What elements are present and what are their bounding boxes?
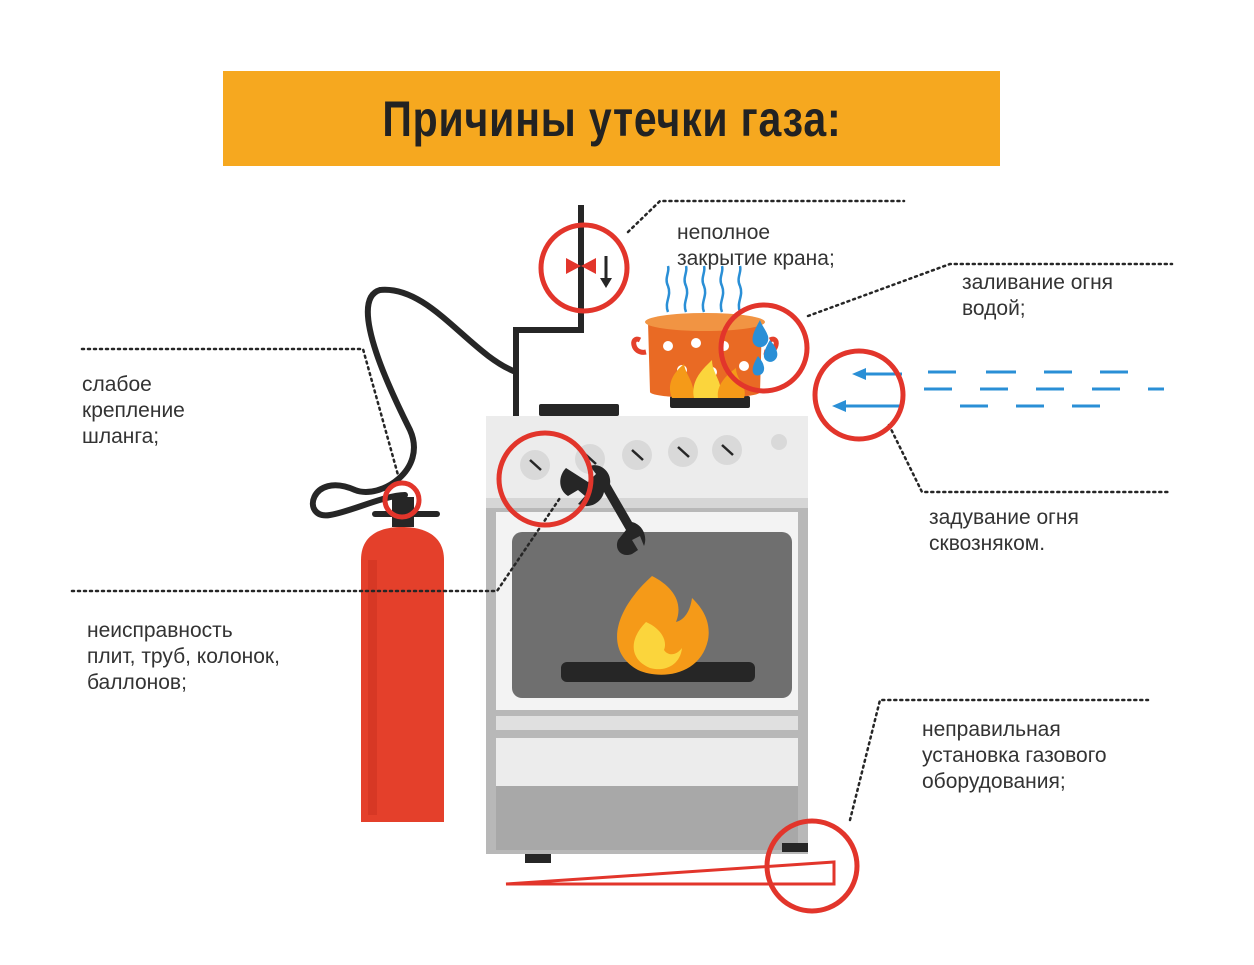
cause-faulty: неисправность плит, труб, колонок, балло… xyxy=(87,618,280,696)
wrench-icon xyxy=(560,465,646,556)
cause-faulty-line-3: баллонов; xyxy=(87,671,187,694)
draft-highlight xyxy=(812,348,906,442)
water-highlight xyxy=(718,302,810,394)
knob-icon xyxy=(668,437,698,467)
burner-flame-icon xyxy=(669,360,745,398)
gas-hose xyxy=(309,286,519,519)
tap-highlight xyxy=(538,222,630,314)
oven-flame-icon xyxy=(617,576,709,675)
water-drops-icon xyxy=(752,320,778,376)
knob-icon xyxy=(622,440,652,470)
cause-install: неправильная установка газового оборудов… xyxy=(922,717,1107,795)
cause-install-line-2: установка газового xyxy=(922,744,1107,767)
leader-lines xyxy=(70,199,1174,822)
steam-icon xyxy=(665,265,743,313)
cause-water: заливание огня водой; xyxy=(962,270,1113,322)
cause-tap-line-2: закрытие крана; xyxy=(677,247,835,270)
title-banner: Причины утечки газа: xyxy=(223,71,1000,166)
cause-water-line-2: водой; xyxy=(962,297,1026,320)
cause-hose-line-2: крепление xyxy=(82,399,185,422)
valve-icon xyxy=(566,256,612,288)
cause-faulty-line-1: неисправность xyxy=(87,619,233,642)
install-highlight xyxy=(764,818,860,914)
cause-install-line-1: неправильная xyxy=(922,718,1061,741)
knob-highlight xyxy=(496,430,594,528)
cause-draft-line-1: задувание огня xyxy=(929,506,1079,529)
cause-draft: задувание огня сквозняком. xyxy=(929,505,1079,557)
knob-icon xyxy=(520,450,550,480)
draft-wind-icon xyxy=(832,368,1164,412)
highlight-circles xyxy=(382,222,906,914)
page-title: Причины утечки газа: xyxy=(381,90,842,147)
cause-hose: слабое крепление шланга; xyxy=(82,372,185,450)
cause-water-line-1: заливание огня xyxy=(962,271,1114,294)
cause-tap: неполное закрытие крана; xyxy=(677,220,835,272)
gas-cylinder xyxy=(361,497,444,822)
cause-faulty-line-2: плит, труб, колонок, xyxy=(87,645,280,668)
cause-hose-line-3: шланга; xyxy=(82,425,160,448)
floor-wedge xyxy=(505,860,836,886)
title-banner-bg xyxy=(223,71,1000,166)
cause-hose-line-1: слабое xyxy=(82,373,152,396)
knob-icon xyxy=(712,435,742,465)
cause-install-line-3: оборудования; xyxy=(922,770,1066,793)
cause-draft-line-2: сквозняком. xyxy=(929,532,1046,555)
hose-highlight xyxy=(382,480,422,520)
cause-tap-line-1: неполное xyxy=(677,221,771,244)
